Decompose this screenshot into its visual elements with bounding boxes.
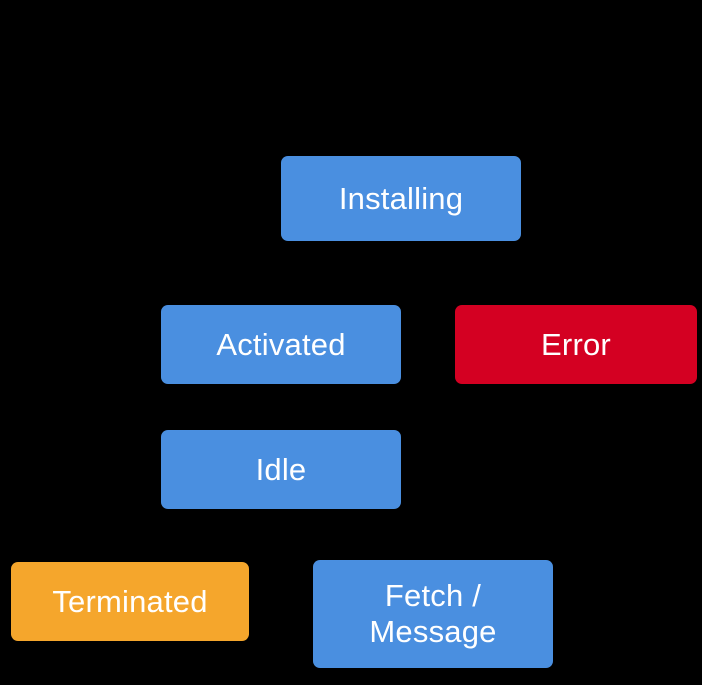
node-activated[interactable]: Activated — [161, 305, 401, 384]
node-fetch-message[interactable]: Fetch / Message — [313, 560, 553, 668]
node-activated-label: Activated — [216, 326, 346, 362]
node-terminated-label: Terminated — [52, 583, 208, 619]
node-installing[interactable]: Installing — [281, 156, 521, 241]
node-idle-label: Idle — [255, 451, 307, 487]
node-fetch-message-label: Fetch / Message — [369, 578, 497, 649]
node-terminated[interactable]: Terminated — [11, 562, 249, 641]
node-installing-label: Installing — [338, 180, 464, 216]
node-error[interactable]: Error — [455, 305, 697, 384]
node-error-label: Error — [541, 326, 611, 362]
node-idle[interactable]: Idle — [161, 430, 401, 509]
